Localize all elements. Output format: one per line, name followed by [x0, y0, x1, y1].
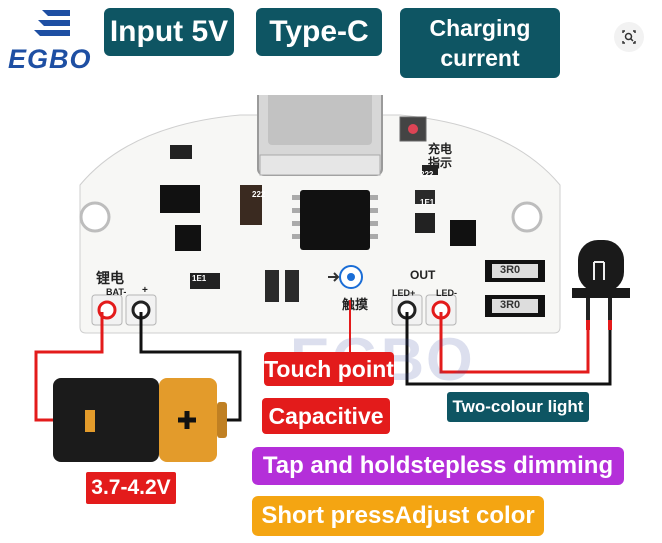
ic-code-3: 222 [252, 190, 266, 199]
led-plus-label: LED+ [392, 288, 416, 298]
ic-code-2: 222 [420, 170, 434, 179]
capacitive-label: Capacitive [262, 398, 390, 434]
ic-code-4: 1E1 [420, 198, 435, 207]
pcb-board [79, 95, 561, 334]
led-minus-label: LED- [436, 288, 457, 298]
charging-current-tag: Charging current 450-500mA [400, 8, 560, 101]
two-colour-light-label: Two-colour light [447, 392, 589, 422]
short-press-color-label: Short pressAdjust color [252, 496, 544, 536]
battery-cn-label: 锂电 [96, 270, 124, 286]
type-c-tag: Type-C [256, 8, 382, 56]
charging-current-label: Charging current [429, 15, 531, 71]
image-search-button[interactable] [614, 22, 644, 52]
tap-hold-dimming-label: Tap and holdstepless dimming [252, 447, 624, 485]
image-search-icon [622, 30, 636, 44]
resistor-code-2: 3R0 [500, 299, 521, 311]
out-label: OUT [410, 268, 436, 282]
logo-text: EGBO [8, 44, 92, 74]
led-pad [391, 294, 457, 326]
bat-label: BAT- [106, 287, 127, 297]
battery-voltage-label: 3.7-4.2V [86, 472, 176, 504]
touch-point-label: Touch point [264, 352, 394, 386]
charging-current-value: 450-500mA [419, 75, 541, 101]
input-voltage-tag: Input 5V [104, 8, 234, 56]
resistor-code-1: 3R0 [500, 264, 521, 276]
ic-code-1: 1E1 [192, 274, 207, 283]
egbo-logo: EGBO [8, 8, 118, 74]
charge-cn-label-1: 充电 [428, 142, 453, 156]
charge-cn-label-2: 指示 [428, 156, 453, 170]
plus-label: + [142, 285, 148, 296]
touch-cn-label: 触摸 [342, 297, 369, 312]
led-icon [572, 240, 630, 330]
battery-icon [53, 378, 227, 462]
logo-mark-icon [34, 10, 70, 36]
